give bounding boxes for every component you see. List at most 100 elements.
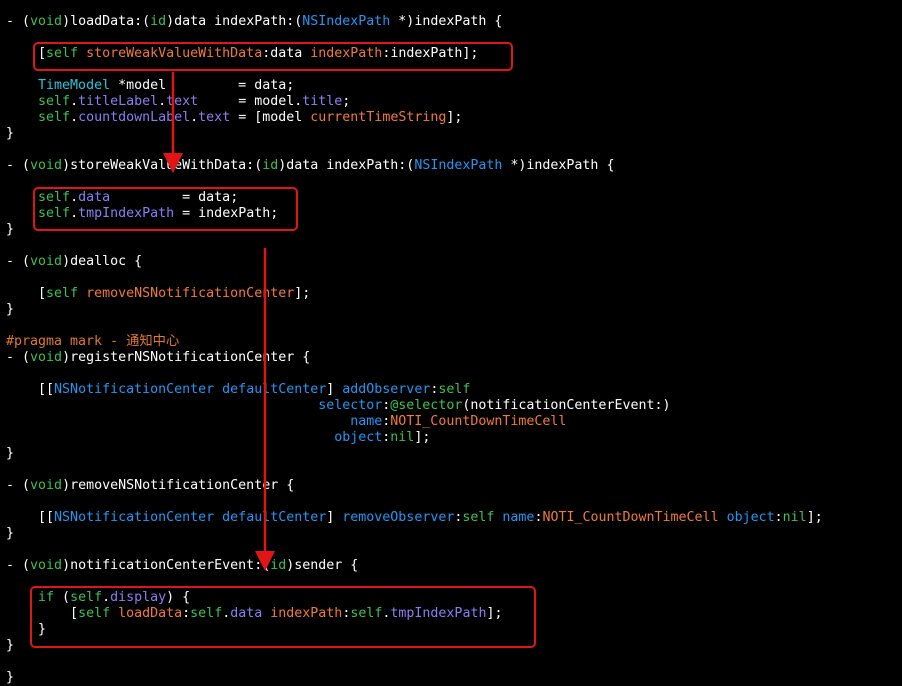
code-token: )data indexPath:( [278, 158, 415, 173]
code-token: TimeModel [38, 78, 111, 93]
code-line: } [6, 302, 14, 318]
code-line: [self removeNSNotificationCenter]; [6, 286, 310, 302]
code-token: tmpIndexPath [78, 206, 175, 221]
code-token: ) { [166, 590, 191, 605]
code-token [6, 414, 350, 429]
code-token: void [30, 350, 63, 365]
code-line: name:NOTI_CountDownTimeCell [6, 414, 566, 430]
code-token [6, 430, 334, 445]
code-token: addObserver [342, 382, 431, 397]
code-token: . [382, 606, 391, 621]
code-token: id [262, 158, 279, 173]
code-line: self.countdownLabel.text = [model curren… [6, 110, 462, 126]
code-token: NSIndexPath [414, 158, 503, 173]
code-token: ]; [806, 510, 823, 525]
code-line: } [6, 222, 14, 238]
code-token: } [6, 638, 15, 653]
code-token: self [38, 110, 71, 125]
code-token: } [6, 622, 47, 637]
code-token: : [342, 606, 351, 621]
code-token: self [38, 206, 71, 221]
code-token: : [454, 510, 463, 525]
code-token: @selector [390, 398, 463, 413]
code-token: )removeNSNotificationCenter { [62, 478, 295, 493]
code-line: [self loadData:self.data indexPath:self.… [6, 606, 502, 622]
code-token: self [350, 606, 383, 621]
code-token: title [302, 94, 343, 109]
code-line: - (void)storeWeakValueWithData:(id)data … [6, 158, 614, 174]
code-token: ]; [486, 606, 503, 621]
code-token: name [350, 414, 383, 429]
code-token: [ [6, 46, 47, 61]
code-token: void [30, 254, 63, 269]
code-token: text [166, 94, 199, 109]
code-line: - (void)dealloc { [6, 254, 142, 270]
code-token: self [462, 510, 495, 525]
code-token: removeObserver [342, 510, 455, 525]
code-token: = data; [110, 190, 239, 205]
code-token: } [6, 526, 15, 541]
code-token: :indexPath]; [382, 46, 479, 61]
code-token: NOTI_CountDownTimeCell [542, 510, 719, 525]
code-token [6, 398, 318, 413]
code-line: } [6, 446, 14, 462]
code-token: ; [342, 94, 351, 109]
code-token: id [270, 558, 287, 573]
code-token: . [158, 94, 167, 109]
code-token: : [182, 606, 191, 621]
code-token: ] [326, 510, 343, 525]
code-token: ]; [414, 430, 431, 445]
code-token: removeNSNotificationCenter [86, 286, 295, 301]
code-line: - (void)loadData:(id)data indexPath:(NSI… [6, 14, 502, 30]
code-line: - (void)registerNSNotificationCenter { [6, 350, 310, 366]
code-line: TimeModel *model = data; [6, 78, 294, 94]
highlight-box-assignments [33, 187, 298, 231]
code-token: - ( [6, 558, 31, 573]
code-token: self [78, 606, 111, 621]
code-line: } [6, 670, 14, 686]
code-token: self [46, 286, 79, 301]
code-line: - (void)notificationCenterEvent:(id)send… [6, 558, 358, 574]
code-token: data [78, 190, 111, 205]
code-token: void [30, 478, 63, 493]
code-token: : [382, 414, 391, 429]
code-token: currentTimeString [310, 110, 447, 125]
code-token: id [150, 14, 167, 29]
code-token: - ( [6, 158, 31, 173]
code-token: ] [326, 382, 343, 397]
code-token: - ( [6, 478, 31, 493]
code-token [214, 382, 222, 397]
code-token: : [382, 430, 391, 445]
code-token: self [46, 46, 79, 61]
code-token: void [30, 158, 63, 173]
code-token: if [38, 590, 55, 605]
code-token: indexPath [270, 606, 343, 621]
code-token: NSIndexPath [302, 14, 391, 29]
code-token: #pragma mark - 通知中心 [6, 334, 180, 349]
code-token: NOTI_CountDownTimeCell [390, 414, 567, 429]
code-token: void [30, 14, 63, 29]
code-token: [ [6, 286, 47, 301]
code-line: } [6, 526, 14, 542]
code-token: *)indexPath { [502, 158, 615, 173]
code-line: } [6, 622, 46, 638]
code-token: )loadData:( [62, 14, 151, 29]
code-token: ]; [294, 286, 311, 301]
code-token: titleLabel [78, 94, 159, 109]
code-token: ( [54, 590, 71, 605]
code-token: )data indexPath:( [166, 14, 303, 29]
code-token: } [6, 222, 15, 237]
code-token: . [70, 206, 79, 221]
code-token: } [6, 126, 15, 141]
code-token: . [102, 590, 111, 605]
code-token: defaultCenter [222, 510, 327, 525]
code-token: display [110, 590, 167, 605]
code-token: = model. [198, 94, 303, 109]
code-token: . [70, 190, 79, 205]
code-token [6, 110, 38, 125]
code-token: . [190, 110, 199, 125]
code-token: - ( [6, 14, 31, 29]
code-token: countdownLabel [78, 110, 191, 125]
code-token: indexPath [310, 46, 383, 61]
